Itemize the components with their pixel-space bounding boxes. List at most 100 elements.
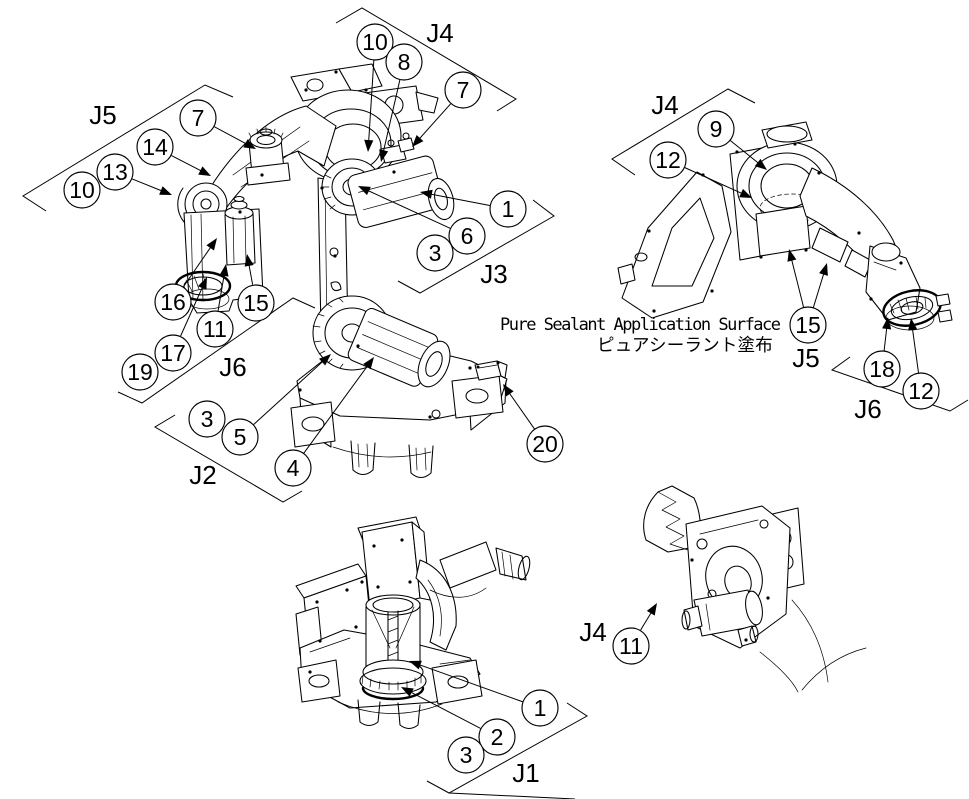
callout-balloon-3	[447, 736, 485, 774]
leader-line-6	[428, 193, 490, 206]
leader-line-15	[730, 140, 761, 165]
joint-label-J2: J2	[189, 460, 216, 490]
callout-balloon-9	[697, 110, 735, 148]
leader-arrow-icon	[409, 660, 422, 670]
leader-line-1	[171, 155, 204, 173]
leader-arrow-icon	[319, 354, 331, 366]
callout-number-4: 4	[287, 455, 300, 481]
leader-line-13	[303, 363, 370, 454]
leader-arrow-icon	[244, 254, 254, 267]
group-bracket-J1	[426, 702, 588, 794]
leader-line-17	[790, 257, 804, 308]
callout-number-16: 16	[160, 289, 186, 315]
leader-arrow-icon	[379, 149, 389, 162]
leader-arrow-icon	[243, 139, 256, 149]
joint-label-J5: J5	[89, 100, 116, 130]
group-bracket-J3	[397, 199, 555, 294]
callout-number-14: 14	[142, 134, 168, 160]
callout-number-20: 20	[532, 431, 558, 457]
leader-arrow-icon	[819, 263, 828, 276]
group-bracket-J6-left	[117, 297, 316, 404]
leader-arrow-icon	[882, 317, 892, 330]
callout-number-19: 19	[127, 359, 153, 385]
callout-balloon-19	[121, 353, 159, 391]
joint-label-J4: J4	[651, 90, 678, 120]
callout-number-15: 15	[795, 312, 821, 338]
callout-balloon-2	[478, 718, 516, 756]
leader-line-14	[507, 391, 535, 430]
callout-balloon-15	[789, 306, 827, 344]
group-bracket-J2	[154, 414, 303, 503]
joint-label-J6: J6	[854, 394, 881, 424]
leader-line-5	[417, 103, 452, 141]
callout-number-11: 11	[619, 633, 643, 659]
j4-gearbox-drawing	[643, 485, 867, 693]
leader-line-12	[253, 359, 325, 425]
callout-number-6: 6	[461, 223, 474, 249]
callout-balloon-6	[448, 217, 486, 255]
callout-number-2: 2	[491, 724, 504, 750]
callout-number-3: 3	[201, 406, 214, 432]
sealant-note-japanese: ピュアシーラント塗布	[597, 335, 773, 356]
callout-balloon-18	[863, 350, 901, 388]
leader-arrow-icon	[219, 264, 229, 277]
callout-number-9: 9	[710, 116, 723, 142]
joint-label-J6: J6	[219, 352, 246, 382]
callout-balloon-7	[179, 99, 217, 137]
leader-line-4	[382, 79, 401, 154]
callout-number-12: 12	[908, 378, 934, 404]
joint-label-J4: J4	[426, 18, 453, 48]
base-assembly-drawing	[295, 516, 531, 730]
joint-label-J5: J5	[792, 343, 819, 373]
callout-balloon-16	[154, 283, 192, 321]
leader-arrow-icon	[787, 249, 797, 262]
callout-balloon-14	[136, 128, 174, 166]
leader-arrow-icon	[401, 687, 414, 697]
leader-line-16	[684, 167, 745, 195]
leader-arrow-icon	[364, 139, 374, 152]
leader-line-23	[640, 610, 653, 631]
callout-balloon-20	[526, 425, 564, 463]
callout-balloon-10	[356, 23, 394, 61]
wrist-assembly-drawing	[617, 121, 953, 331]
callout-balloon-12	[649, 141, 687, 179]
joint-label-J3: J3	[480, 259, 507, 289]
leader-line-9	[248, 262, 254, 285]
callout-number-18: 18	[869, 356, 895, 382]
callout-balloon-8	[385, 43, 423, 81]
leader-arrow-icon	[646, 603, 657, 616]
leader-arrow-icon	[420, 189, 433, 199]
callout-number-13: 13	[102, 159, 128, 185]
robot-overview-drawing	[174, 63, 508, 479]
callout-balloon-1	[521, 689, 559, 727]
callout-balloon-17	[154, 334, 192, 372]
callout-number-7: 7	[457, 77, 470, 103]
callout-balloon-15	[237, 284, 275, 322]
leader-line-22	[408, 690, 481, 729]
callout-number-11: 11	[203, 316, 227, 342]
group-bracket-J5-left	[22, 84, 234, 212]
callout-balloon-10	[63, 171, 101, 209]
leader-line-18	[812, 271, 825, 308]
callout-number-12: 12	[655, 147, 681, 173]
leader-arrow-icon	[159, 186, 172, 195]
leader-line-0	[214, 126, 249, 146]
group-bracket-J4-right	[611, 88, 756, 176]
joint-label-J1: J1	[512, 758, 539, 788]
sealant-note-english: Pure Sealant Application Surface	[500, 315, 781, 335]
leader-arrow-icon	[197, 277, 207, 290]
callout-balloon-3	[188, 400, 226, 438]
callout-balloon-11	[612, 627, 650, 665]
leader-line-21	[417, 663, 523, 703]
leader-line-10	[217, 272, 225, 311]
leader-line-2	[131, 178, 164, 193]
callout-number-15: 15	[243, 290, 269, 316]
leader-line-11	[180, 285, 204, 337]
callout-balloon-3	[416, 234, 454, 272]
callout-balloon-13	[96, 153, 134, 191]
callout-balloon-7	[444, 71, 482, 109]
callout-balloon-1	[489, 190, 527, 228]
callout-number-8: 8	[398, 49, 411, 75]
